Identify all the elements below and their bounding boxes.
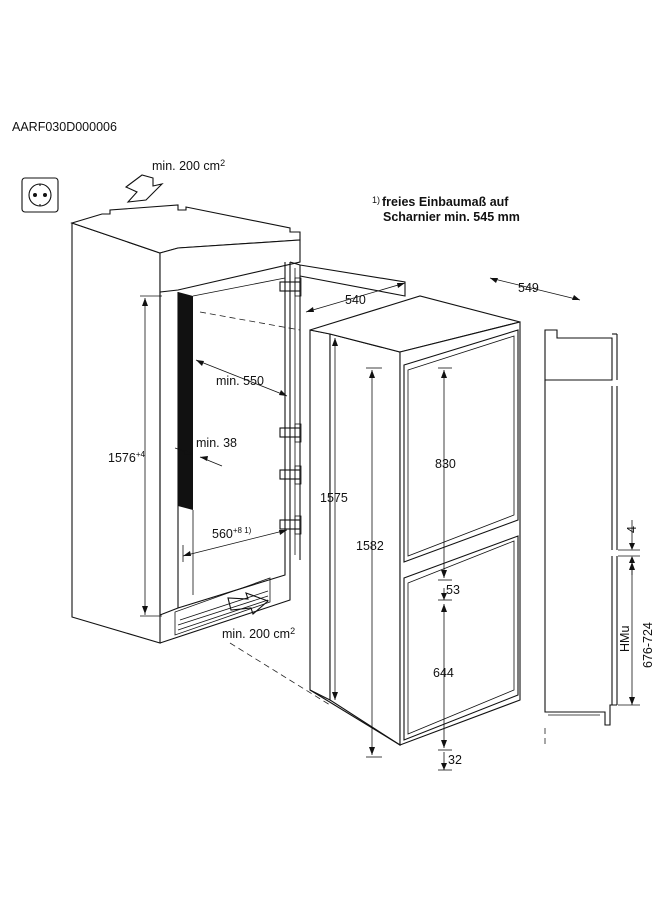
door-gap-dimension xyxy=(438,588,452,601)
hmu-dimension xyxy=(618,562,640,706)
unit-gap-label: 4 xyxy=(625,526,639,533)
footnote-line1: 1)freies Einbaumaß auf xyxy=(372,195,509,209)
appliance-depth-dimension xyxy=(305,282,406,313)
hmu-range-label: 676-724 xyxy=(641,622,655,668)
ventilation-top-label: min. 200 cm2 xyxy=(152,158,225,173)
niche-width-label: 560+8 1) xyxy=(212,526,252,541)
niche-width-dimension xyxy=(182,529,288,562)
lower-door-label: 644 xyxy=(433,666,454,680)
appliance-total-depth-dimension xyxy=(489,277,581,301)
power-socket-icon xyxy=(21,177,59,213)
ventilation-bottom-label: min. 200 cm2 xyxy=(222,626,295,641)
lower-door-dimension xyxy=(438,604,452,751)
upper-door-dimension xyxy=(438,367,452,581)
niche-height-label: 1576+4 xyxy=(108,450,145,465)
upper-door-label: 830 xyxy=(435,457,456,471)
airflow-up-arrow-icon xyxy=(124,174,164,203)
body-height-dimension xyxy=(332,338,338,700)
niche-cabinet xyxy=(70,204,331,706)
door-gap-label: 53 xyxy=(446,583,460,597)
model-code: AARF030D000006 xyxy=(12,120,117,134)
airflow-in-arrow-icon xyxy=(227,592,270,615)
hinge-set xyxy=(279,277,302,535)
side-min-label: min. 38 xyxy=(196,436,237,450)
appliance-total-depth-label: 549 xyxy=(518,281,539,295)
bottom-offset-label: 32 xyxy=(448,753,462,767)
fridge-appliance xyxy=(309,295,521,747)
niche-depth-dimension xyxy=(195,359,288,397)
niche-height-dimension xyxy=(140,295,162,617)
niche-depth-min-label: min. 550 xyxy=(216,374,264,388)
footnote-line2: Scharnier min. 545 mm xyxy=(383,210,520,224)
kitchen-unit-section xyxy=(544,329,618,748)
bottom-offset-dimension xyxy=(438,752,452,771)
hmu-label: HMu xyxy=(618,626,632,652)
body-height-label: 1575 xyxy=(320,491,348,505)
total-height-dimension xyxy=(366,367,382,758)
appliance-depth-label: 540 xyxy=(345,293,366,307)
open-door xyxy=(289,261,406,560)
side-gap-dimension xyxy=(174,447,223,467)
total-height-label: 1582 xyxy=(356,539,384,553)
